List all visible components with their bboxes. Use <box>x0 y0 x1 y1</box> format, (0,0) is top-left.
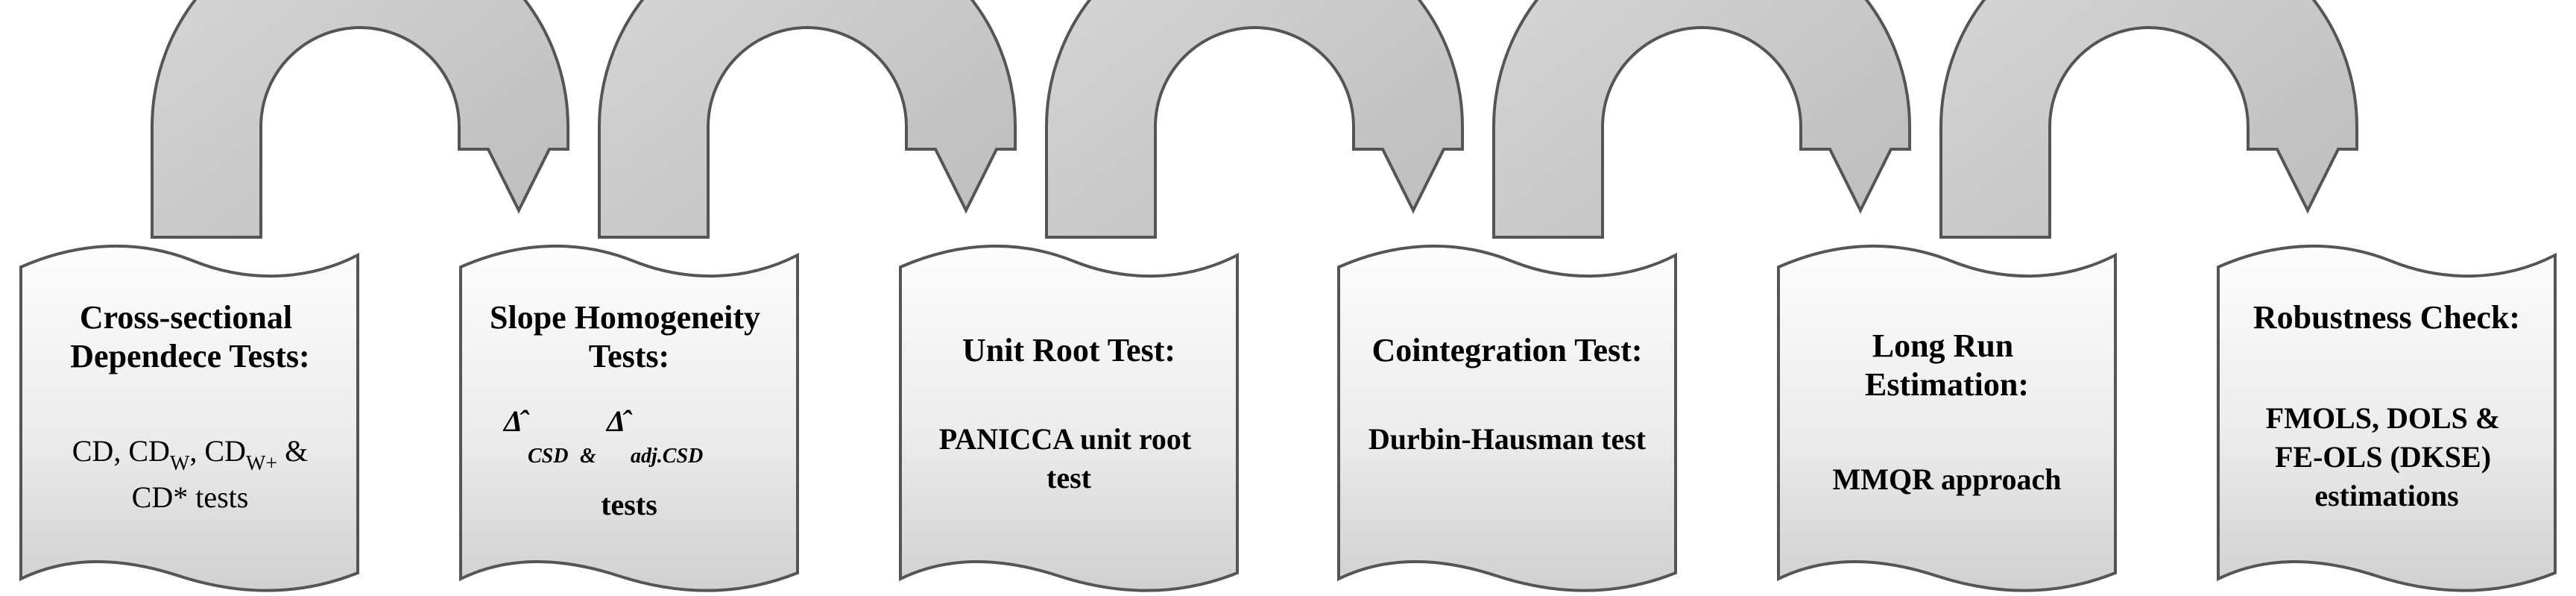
connector-arrow-2 <box>598 0 1017 239</box>
step-6-shape <box>2217 244 2557 592</box>
step-cointegration: Cointegration Test: Durbin-Hausman test <box>1337 244 1677 592</box>
step-2-title: Slope Homogeneity Tests: <box>490 299 768 374</box>
step-3-body: PANICCA unit root test <box>939 422 1199 495</box>
step-4-body: Durbin-Hausman test <box>1368 422 1647 456</box>
step-1-body-line-2: CD* tests <box>132 480 249 514</box>
connector-arrow-4 <box>1492 0 1911 239</box>
step-3-shape <box>899 244 1239 592</box>
ampersand: & <box>580 445 596 468</box>
step-1-shape <box>19 244 359 592</box>
connector-arrow-3 <box>1045 0 1464 239</box>
connector-arrow-1 <box>151 0 569 239</box>
step-6-body: FMOLS, DOLS & FE-OLS (DKSE) estimations <box>2266 401 2507 512</box>
step-4-title: Cointegration Test: <box>1372 332 1643 368</box>
step-6-title: Robustness Check: <box>2253 299 2520 336</box>
delta-subscript-csd: CSD <box>528 445 568 468</box>
step-cross-sectional-dependence: Cross-sectional Dependece Tests: CD, CDW… <box>19 244 359 592</box>
step-slope-homogeneity: Slope Homogeneity Tests: Δ̂ CSD & Δ̂ adj… <box>459 244 799 592</box>
step-robustness-check: Robustness Check: FMOLS, DOLS & FE-OLS (… <box>2217 244 2557 592</box>
step-5-title: Long Run Estimation: <box>1865 327 2029 403</box>
step-3-title: Unit Root Test: <box>962 332 1175 368</box>
delta-subscript-adj-csd: adj.CSD <box>631 445 703 468</box>
step-2-shape <box>459 244 799 592</box>
step-5-body: MMQR approach <box>1832 462 2061 496</box>
step-long-run-estimation: Long Run Estimation: MMQR approach <box>1777 244 2117 592</box>
step-unit-root: Unit Root Test: PANICCA unit root test <box>899 244 1239 592</box>
step-5-shape <box>1777 244 2117 592</box>
connector-arrow-5 <box>1939 0 2358 239</box>
step-1-body-line-1: CD, CDW, CDW+ & <box>72 434 309 475</box>
step-1-title: Cross-sectional Dependece Tests: <box>70 299 309 374</box>
step-2-body-line-2: tests <box>601 488 657 521</box>
step-4-shape <box>1337 244 1677 592</box>
